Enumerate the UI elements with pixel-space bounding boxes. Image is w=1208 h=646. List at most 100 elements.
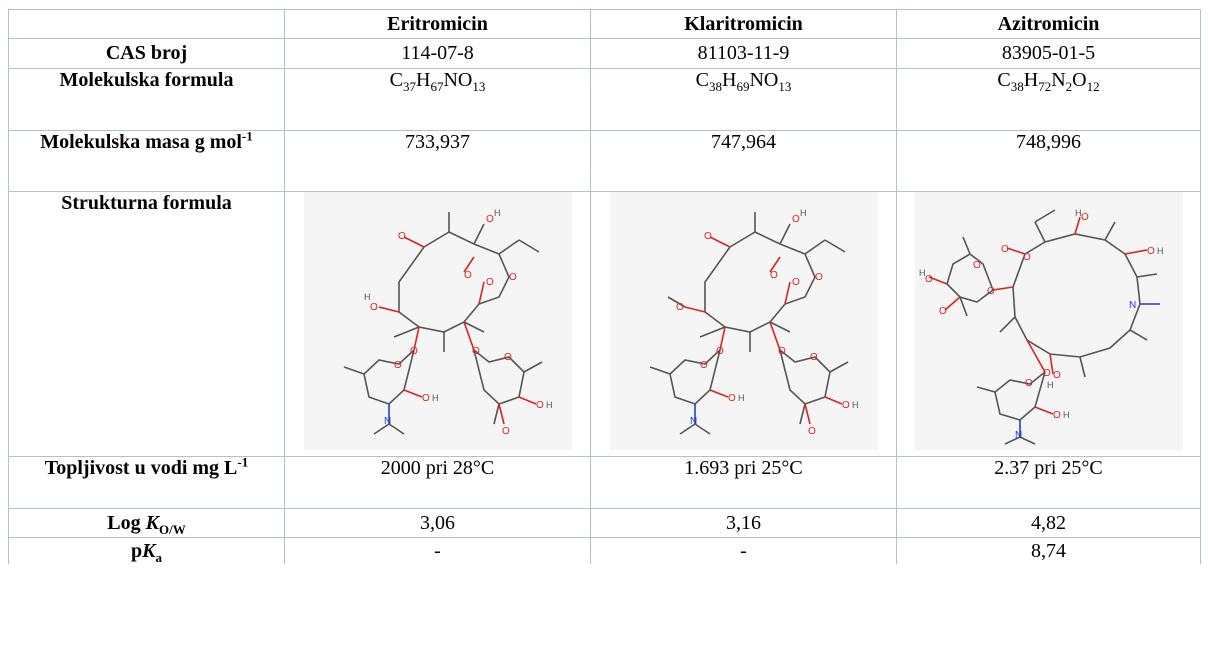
atom-label: O xyxy=(704,231,712,242)
header-klaritromicin: Klaritromicin xyxy=(590,9,897,39)
klaritromicin-molecule-drawing: O O H O O O O O O O O O H O H O N xyxy=(649,208,859,437)
logk-value-klaritromicin: 3,16 xyxy=(590,508,897,538)
atom-label: O xyxy=(504,352,512,363)
atom-label: O xyxy=(410,346,418,357)
atom-label: O xyxy=(1023,252,1031,263)
cas-row: CAS broj 114-07-8 81103-11-9 83905-01-5 xyxy=(8,38,1201,69)
atom-label: O xyxy=(792,277,800,288)
atom-label: H xyxy=(919,268,926,278)
structure-label: Strukturna formula xyxy=(8,191,285,457)
eritromicin-molecule-drawing: O O H O O O O H O O O O O H O H O xyxy=(343,208,553,437)
structure-cell-azitromicin: O O H O O H N O O H O O O O H O O xyxy=(896,191,1201,457)
atom-label: O xyxy=(716,346,724,357)
structure-cell-eritromicin: O O H O O O O H O O O O O H O H O xyxy=(284,191,591,457)
mass-label: Molekulska masa g mol-1 xyxy=(8,129,285,192)
atom-label: O xyxy=(925,274,933,285)
atom-label: O xyxy=(472,346,480,357)
atom-label: O xyxy=(502,426,510,437)
atom-label: H xyxy=(1157,246,1164,256)
header-azitromicin: Azitromicin xyxy=(896,9,1201,39)
solubility-value-klaritromicin: 1.693 pri 25°C xyxy=(590,456,897,509)
atom-label: H xyxy=(738,393,745,403)
atom-label: N xyxy=(690,416,697,427)
atom-label: O xyxy=(370,302,378,313)
atom-label: O xyxy=(422,393,430,404)
pka-label: pKa xyxy=(8,537,285,564)
logk-row: Log KO/W 3,06 3,16 4,82 xyxy=(8,508,1201,538)
atom-label: H xyxy=(800,208,807,218)
atom-label: N xyxy=(384,416,391,427)
header-row: Eritromicin Klaritromicin Azitromicin xyxy=(8,9,1201,39)
atom-label: O xyxy=(700,360,708,371)
logk-value-azitromicin: 4,82 xyxy=(896,508,1201,538)
atom-label: H xyxy=(1063,410,1070,420)
atom-label: O xyxy=(728,393,736,404)
pka-value-eritromicin: - xyxy=(284,537,591,564)
solubility-label: Topljivost u vodi mg L-1 xyxy=(8,455,285,509)
atom-label: O xyxy=(810,352,818,363)
header-eritromicin: Eritromicin xyxy=(284,9,591,39)
atom-label: O xyxy=(987,286,995,297)
mass-value-eritromicin: 733,937 xyxy=(284,130,591,192)
formula-label: Molekulska formula xyxy=(8,68,285,131)
atom-label: O xyxy=(1053,410,1061,421)
atom-label: O xyxy=(792,214,800,225)
formula-row: Molekulska formula C37H67NO13 C38H69NO13… xyxy=(8,68,1201,131)
atom-label: O xyxy=(1053,370,1061,381)
cas-label: CAS broj xyxy=(8,38,285,69)
solubility-value-eritromicin: 2000 pri 28°C xyxy=(284,456,591,509)
atom-label: O xyxy=(536,400,544,411)
atom-label: H xyxy=(432,393,439,403)
atom-label: H xyxy=(1047,380,1054,390)
atom-label: N xyxy=(1129,300,1136,311)
formula-value-eritromicin: C37H67NO13 xyxy=(284,68,591,131)
logk-label: Log KO/W xyxy=(8,508,285,538)
atom-label: O xyxy=(509,272,517,283)
mass-row: Molekulska masa g mol-1 733,937 747,964 … xyxy=(8,129,1201,192)
atom-label: O xyxy=(464,270,472,281)
atom-label: N xyxy=(1015,430,1022,441)
atom-label: O xyxy=(1081,212,1089,223)
mass-value-klaritromicin: 747,964 xyxy=(590,130,897,192)
structure-image-azitromicin: O O H O O H N O O H O O O O H O O xyxy=(914,192,1183,450)
atom-label: O xyxy=(815,272,823,283)
atom-label: O xyxy=(770,270,778,281)
atom-label: O xyxy=(1147,246,1155,257)
atom-label: O xyxy=(808,426,816,437)
structure-row: Strukturna formula xyxy=(8,191,1201,457)
structure-image-eritromicin: O O H O O O O H O O O O O H O H O xyxy=(303,192,572,450)
pka-value-klaritromicin: - xyxy=(590,537,897,564)
atom-label: H xyxy=(852,400,859,410)
atom-label: O xyxy=(973,260,981,271)
atom-label: O xyxy=(486,214,494,225)
mass-value-azitromicin: 748,996 xyxy=(896,130,1201,192)
cas-value-azitromicin: 83905-01-5 xyxy=(896,38,1201,69)
atom-label: H xyxy=(1075,208,1082,218)
atom-label: O xyxy=(842,400,850,411)
structure-image-klaritromicin: O O H O O O O O O O O O H O H O N xyxy=(609,192,878,450)
cas-value-klaritromicin: 81103-11-9 xyxy=(590,38,897,69)
comparison-table: Eritromicin Klaritromicin Azitromicin CA… xyxy=(8,9,1201,564)
structure-cell-klaritromicin: O O H O O O O O O O O O H O H O N xyxy=(590,191,897,457)
pka-value-azitromicin: 8,74 xyxy=(896,537,1201,564)
atom-label: O xyxy=(394,360,402,371)
atom-label: H xyxy=(364,292,371,302)
cas-value-eritromicin: 114-07-8 xyxy=(284,38,591,69)
formula-value-klaritromicin: C38H69NO13 xyxy=(590,68,897,131)
atom-label: O xyxy=(486,277,494,288)
header-cell-empty xyxy=(8,9,285,39)
azitromicin-molecule-drawing: O O H O O H N O O H O O O O H O O xyxy=(919,208,1164,445)
logk-value-eritromicin: 3,06 xyxy=(284,508,591,538)
atom-label: H xyxy=(494,208,501,218)
atom-label: O xyxy=(939,306,947,317)
formula-value-azitromicin: C38H72N2O12 xyxy=(896,68,1201,131)
atom-label: O xyxy=(1001,244,1009,255)
solubility-row: Topljivost u vodi mg L-1 2000 pri 28°C 1… xyxy=(8,455,1201,509)
solubility-value-azitromicin: 2.37 pri 25°C xyxy=(896,456,1201,509)
atom-label: O xyxy=(1025,378,1033,389)
atom-label: O xyxy=(1043,368,1051,379)
atom-label: H xyxy=(546,400,553,410)
atom-label: O xyxy=(676,302,684,313)
atom-label: O xyxy=(398,231,406,242)
